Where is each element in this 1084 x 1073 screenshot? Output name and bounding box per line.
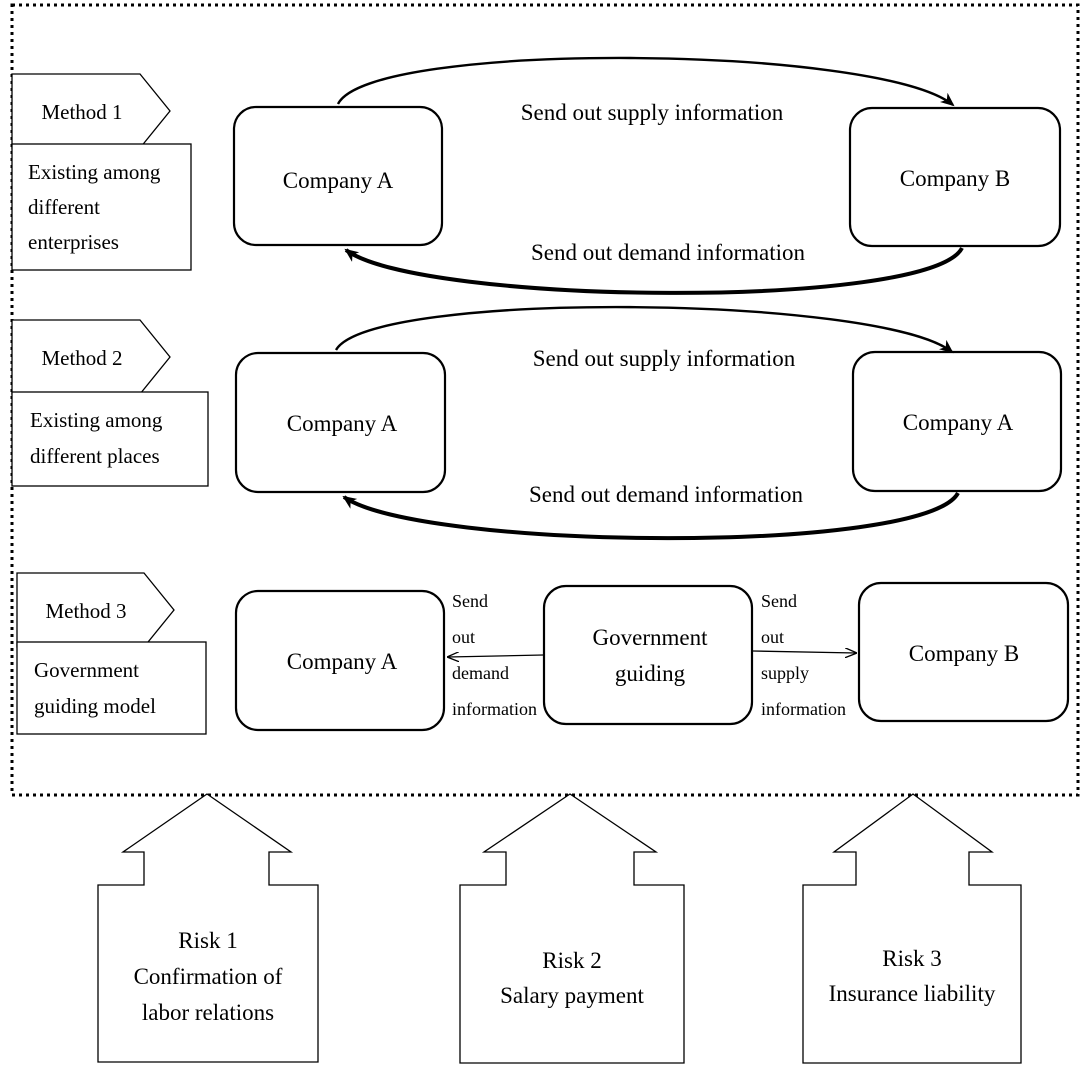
- method-3-right-box: [857, 581, 1070, 723]
- method-1-supply-arrow: [336, 56, 955, 107]
- risk-1-line-2: Confirmation of: [134, 964, 283, 989]
- risk-1-line-3: labor relations: [142, 1000, 274, 1025]
- method-2-tag-shape: [11, 319, 171, 395]
- risk-2-line-2: Salary payment: [500, 983, 644, 1008]
- method-3-demand-label-line-3: demand: [452, 663, 509, 683]
- method-2-tag-label: Method 2: [41, 346, 122, 370]
- risk-3-arrow-shape: [802, 793, 1022, 1064]
- method-3-supply-label-line-2: out: [761, 627, 784, 647]
- method-3-supply-label-line-4: information: [761, 699, 846, 719]
- method-1-left-box-label: Company A: [283, 168, 394, 193]
- method-1-tag-label: Method 1: [41, 100, 122, 124]
- method-3-desc-box: [16, 641, 207, 735]
- method-1-desc-line-2: different: [28, 195, 100, 219]
- methods-dotted-frame: [10, 3, 1080, 797]
- method-2-desc-line-1: Existing among: [30, 408, 163, 432]
- method-2-supply-label: Send out supply information: [533, 346, 796, 371]
- method-3-left-box-label: Company A: [287, 649, 398, 674]
- method-3-left-box: [234, 589, 446, 732]
- method-3-center-box: [542, 584, 754, 726]
- method-3-desc-line-1: Government: [34, 658, 139, 682]
- method-3-group: Method 3 Government guiding model Compan…: [16, 572, 1070, 735]
- method-3-desc-line-2: guiding model: [34, 694, 156, 718]
- method-3-demand-arrow: [448, 655, 544, 657]
- method-1-group: Method 1 Existing among different enterp…: [11, 56, 1062, 295]
- method-2-desc-line-2: different places: [30, 444, 160, 468]
- risk-1-group: Risk 1 Confirmation of labor relations: [97, 793, 319, 1063]
- method-1-desc-line-3: enterprises: [28, 230, 119, 254]
- risk-2-arrow-shape: [459, 793, 685, 1064]
- method-2-supply-arrow: [334, 305, 954, 354]
- risk-3-line-1: Risk 3: [882, 946, 941, 971]
- method-3-center-box-line-2: guiding: [615, 661, 686, 686]
- risk-1-line-1: Risk 1: [178, 928, 237, 953]
- method-3-demand-label-line-1: Send: [452, 591, 488, 611]
- method-3-demand-label-line-4: information: [452, 699, 537, 719]
- method-3-supply-label-line-3: supply: [761, 663, 809, 683]
- method-1-left-box: [232, 105, 444, 247]
- method-2-desc-box: [11, 391, 209, 487]
- method-1-tag-shape: [11, 73, 171, 149]
- method-3-tag-shape: [16, 572, 175, 648]
- risk-2-group: Risk 2 Salary payment: [459, 793, 685, 1064]
- method-2-right-box: [851, 350, 1063, 493]
- risk-3-line-2: Insurance liability: [829, 981, 996, 1006]
- method-1-desc-box: [11, 143, 192, 271]
- method-2-demand-arrow: [342, 491, 960, 541]
- method-3-center-box-line-1: Government: [593, 625, 709, 650]
- method-3-tag-label: Method 3: [45, 599, 126, 623]
- risk-1-arrow-shape: [97, 793, 319, 1063]
- method-1-demand-label: Send out demand information: [531, 240, 806, 265]
- method-2-group: Method 2 Existing among different places…: [11, 305, 1063, 541]
- method-1-demand-arrow: [344, 246, 964, 295]
- method-1-supply-label: Send out supply information: [521, 100, 784, 125]
- method-2-demand-label: Send out demand information: [529, 482, 804, 507]
- method-1-right-box-label: Company B: [900, 166, 1011, 191]
- method-2-right-box-label: Company A: [903, 410, 1014, 435]
- risk-3-group: Risk 3 Insurance liability: [802, 793, 1022, 1064]
- method-3-demand-label-line-2: out: [452, 627, 475, 647]
- method-3-supply-label-line-1: Send: [761, 591, 797, 611]
- method-2-left-box-label: Company A: [287, 411, 398, 436]
- method-3-right-box-label: Company B: [909, 641, 1020, 666]
- risk-2-line-1: Risk 2: [542, 948, 601, 973]
- method-1-desc-line-1: Existing among: [28, 160, 161, 184]
- method-3-supply-arrow: [752, 651, 856, 653]
- method-1-right-box: [848, 106, 1062, 248]
- method-2-left-box: [234, 351, 447, 494]
